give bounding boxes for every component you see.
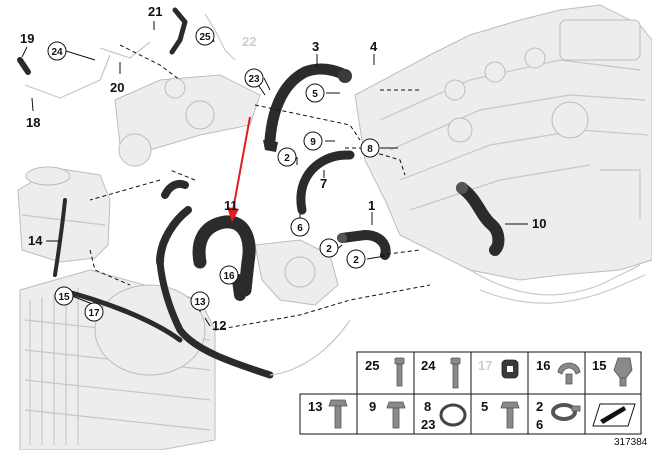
legend-label-6: 6 [536,417,543,432]
radiator [19,269,216,450]
parts-legend: 25 24 17 16 15 13 9 8 23 5 2 6 [299,351,642,435]
svg-text:25: 25 [199,32,211,43]
callout-16: 16 [219,265,239,285]
callout-18: 18 [26,115,40,130]
svg-text:24: 24 [51,47,63,58]
hose-3 [263,63,352,152]
legend-label-9: 9 [369,399,376,414]
band-clamp-icon [551,403,581,421]
legend-label-16: 16 [536,358,550,373]
callout-2-lower: 2 [346,249,366,269]
hose-1 [337,230,391,260]
legend-label-5: 5 [481,399,488,414]
rubber-grommet-icon [501,359,519,379]
sheet-number: 317384 [614,437,648,448]
callout-3: 3 [312,39,319,54]
callout-5: 5 [305,83,325,103]
svg-text:17: 17 [88,308,100,319]
clamp-15-icon [613,357,633,387]
red-indicator-arrow [227,116,251,222]
screw-25-icon [394,357,405,387]
svg-text:13: 13 [194,297,206,308]
legend-label-24: 24 [421,358,436,373]
legend-label-15: 15 [592,358,606,373]
legend-label-2: 2 [536,399,543,414]
svg-text:8: 8 [367,144,373,155]
svg-text:2: 2 [353,255,359,266]
callout-15: 15 [54,286,74,306]
hose-11 [156,179,256,297]
bolt-5-icon [500,401,520,429]
o-ring-icon [439,403,467,427]
gasket-arrow-icon [592,403,636,427]
legend-label-23: 23 [421,417,435,432]
callout-17: 17 [84,302,104,322]
callout-2-middle: 2 [319,238,339,258]
callout-4: 4 [370,39,378,54]
hose-clip-icon [557,362,581,385]
callout-24: 24 [47,41,67,61]
svg-text:6: 6 [297,223,303,234]
callout-6: 6 [290,217,310,237]
callout-8: 8 [360,138,380,158]
hose-12 [156,258,351,379]
svg-text:23: 23 [248,74,260,85]
callout-10: 10 [532,216,546,231]
callout-7: 7 [320,176,327,191]
callout-19: 19 [20,31,34,46]
water-pump [254,239,339,306]
svg-text:5: 5 [312,89,318,100]
exhaust-manifold [114,74,261,167]
legend-label-13: 13 [308,399,322,414]
callout-9: 9 [303,131,323,151]
callout-14: 14 [28,233,43,248]
callout-23: 23 [244,68,264,88]
svg-text:9: 9 [310,137,316,148]
legend-label-25: 25 [365,358,379,373]
legend-label-17: 17 [478,358,492,373]
callout-13: 13 [190,291,210,311]
return-pipe [469,264,646,304]
bolt-13-icon [328,399,348,429]
hose-7 [296,150,355,215]
callout-11: 11 [224,198,238,213]
callout-1: 1 [368,198,375,213]
circled-callouts: 5 23 9 8 2 6 2 2 16 13 15 17 24 25 [47,26,380,322]
svg-text:15: 15 [58,292,70,303]
bolt-9-icon [386,401,406,429]
hose-16 [232,274,246,301]
svg-text:2: 2 [284,153,290,164]
callout-12: 12 [212,318,226,333]
callout-21: 21 [148,4,162,19]
callout-2-upper: 2 [277,147,297,167]
svg-text:2: 2 [326,244,332,255]
legend-label-8: 8 [424,399,431,414]
turbo-lines [17,7,236,99]
callout-labels: 3 4 1 7 10 11 12 14 18 19 20 21 22 [20,4,546,333]
callout-20: 20 [110,80,124,95]
screw-24-icon [450,357,461,389]
callout-25: 25 [195,26,215,46]
svg-text:16: 16 [223,271,235,282]
engine-block [354,4,652,281]
hose-10 [456,182,505,256]
callout-22: 22 [242,34,256,49]
